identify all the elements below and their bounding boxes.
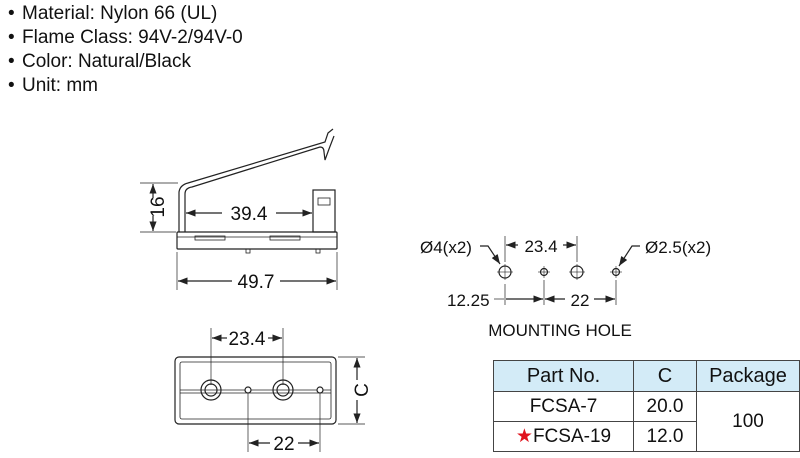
table-row: ★FCSA-19 12.0 <box>493 421 800 452</box>
spec-color: •Color: Natural/Black <box>8 51 191 72</box>
header-c: C <box>633 360 697 392</box>
cell-c: 12.0 <box>633 421 697 452</box>
spec-flame-class: •Flame Class: 94V-2/94V-0 <box>8 27 243 48</box>
parts-table: Part No. C Package FCSA-7 20.0 100 ★FCSA… <box>493 360 800 452</box>
cell-part: ★FCSA-19 <box>493 421 634 452</box>
cell-part: FCSA-7 <box>493 391 634 422</box>
mount-offset: 12.25 <box>447 291 490 310</box>
header-package: Package <box>696 360 800 392</box>
side-view: 16 39.4 49.7 <box>140 128 338 293</box>
mounting-hole-diagram: 23.4 Ø4(x2) Ø2.5(x2) 12.25 22 MOUNTING H… <box>420 236 711 340</box>
dim-hole-pitch: 23.4 <box>229 329 266 350</box>
mount-pitch-small: 22 <box>571 291 590 310</box>
dim-small-hole-pitch: 22 <box>273 434 294 455</box>
mount-small-hole: Ø2.5(x2) <box>645 238 711 257</box>
cell-package: 100 <box>696 391 800 452</box>
dim-inner-length: 39.4 <box>231 204 268 225</box>
table-row: FCSA-7 20.0 100 <box>493 391 800 452</box>
mount-big-hole: Ø4(x2) <box>420 238 472 257</box>
mount-title: MOUNTING HOLE <box>488 321 632 340</box>
spec-material: •Material: Nylon 66 (UL) <box>8 3 218 24</box>
dim-height-16: 16 <box>148 196 169 217</box>
mount-pitch-big: 23.4 <box>524 237 557 256</box>
bottom-view: 23.4 22 C <box>174 328 373 455</box>
dim-length: 49.7 <box>238 272 275 293</box>
spec-unit: •Unit: mm <box>8 75 98 96</box>
star-icon: ★ <box>515 426 533 447</box>
dim-c: C <box>352 383 373 397</box>
cell-c: 20.0 <box>633 391 697 422</box>
header-part-no: Part No. <box>493 360 634 392</box>
